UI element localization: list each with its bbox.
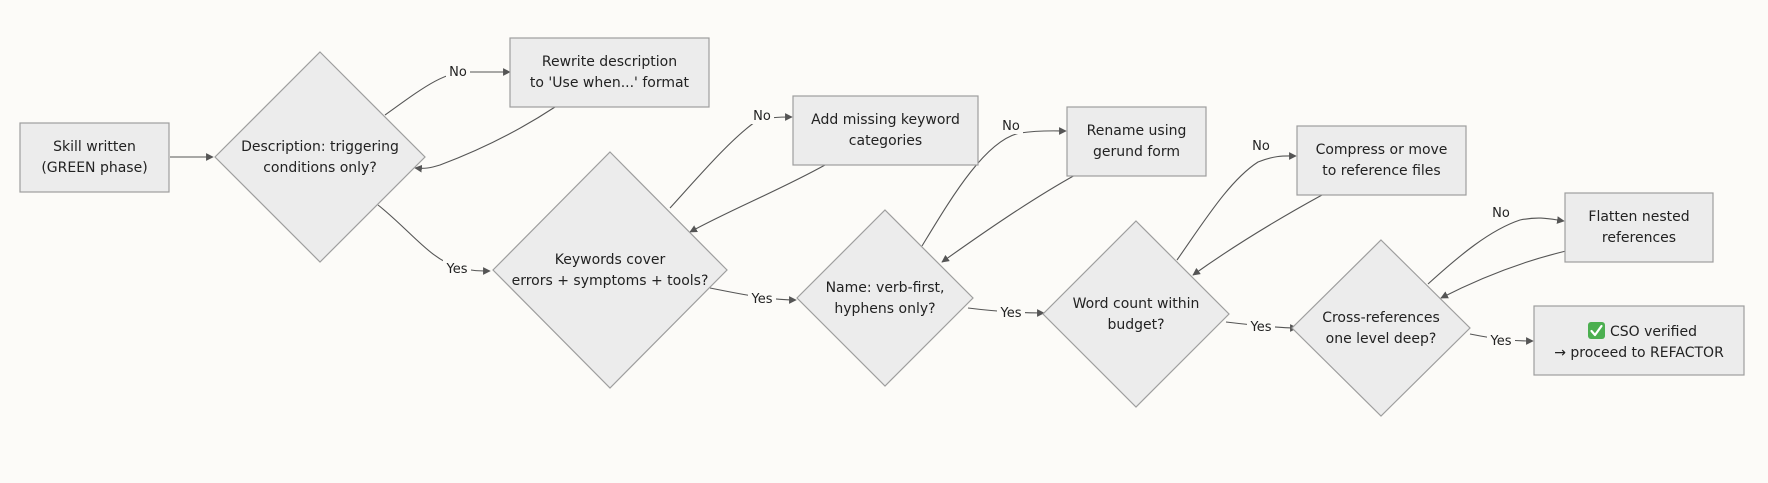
edge-desc-yes xyxy=(377,204,491,275)
label-name-yes: Yes xyxy=(997,304,1025,321)
label-words-no: No xyxy=(1249,137,1273,154)
decision-cross-references: Cross-references one level deep? xyxy=(1291,239,1471,417)
label-words-yes: Yes xyxy=(1247,318,1275,335)
svg-text:No: No xyxy=(1252,139,1270,154)
label-desc-no: No xyxy=(446,63,470,80)
svg-text:No: No xyxy=(753,109,771,124)
svg-text:gerund form: gerund form xyxy=(1093,144,1180,160)
svg-text:Yes: Yes xyxy=(1250,320,1272,335)
label-desc-yes: Yes xyxy=(443,260,471,277)
edge-refs-no xyxy=(1427,216,1565,285)
svg-text:references: references xyxy=(1602,230,1676,246)
svg-text:Name: verb-first,: Name: verb-first, xyxy=(826,280,945,296)
svg-text:Yes: Yes xyxy=(1490,334,1512,349)
label-keywords-no: No xyxy=(750,107,774,124)
svg-text:budget?: budget? xyxy=(1107,317,1164,333)
svg-text:one level deep?: one level deep? xyxy=(1326,331,1437,347)
node-cso-verified: CSO verified → proceed to REFACTOR xyxy=(1533,305,1745,376)
svg-text:to reference files: to reference files xyxy=(1322,163,1440,179)
svg-text:Yes: Yes xyxy=(751,292,773,307)
decision-keywords: Keywords cover errors + symptoms + tools… xyxy=(492,151,728,389)
node-skill-written: Skill written (GREEN phase) xyxy=(19,122,170,193)
svg-text:Cross-references: Cross-references xyxy=(1322,310,1440,326)
svg-text:Word count within: Word count within xyxy=(1073,296,1200,312)
svg-text:Yes: Yes xyxy=(446,262,468,277)
svg-text:errors + symptoms + tools?: errors + symptoms + tools? xyxy=(512,273,709,289)
edge-fixdesc-back xyxy=(414,106,556,173)
svg-text:CSO verified: CSO verified xyxy=(1610,324,1697,340)
node-add-keywords: Add missing keyword categories xyxy=(792,95,979,166)
svg-text:Flatten nested: Flatten nested xyxy=(1588,209,1689,225)
svg-text:hyphens only?: hyphens only? xyxy=(834,301,935,317)
edge-fixrefs-back xyxy=(1440,250,1567,299)
edge-fixkeywords-back xyxy=(689,164,826,233)
svg-text:No: No xyxy=(449,65,467,80)
node-rewrite-description: Rewrite description to 'Use when...' for… xyxy=(509,37,710,108)
svg-text:No: No xyxy=(1002,119,1020,134)
svg-text:categories: categories xyxy=(849,133,922,149)
edge-keywords-no xyxy=(669,113,793,209)
decision-name: Name: verb-first, hyphens only? xyxy=(796,209,974,387)
edge-labels: No Yes No Yes No Yes No Yes xyxy=(443,63,1515,349)
svg-text:Rewrite description: Rewrite description xyxy=(542,54,677,70)
svg-text:Keywords cover: Keywords cover xyxy=(555,252,666,268)
edge-name-no xyxy=(921,127,1067,247)
edge-fixname-back xyxy=(941,173,1078,263)
svg-text:Yes: Yes xyxy=(1000,306,1022,321)
label-refs-yes: Yes xyxy=(1487,332,1515,349)
nodes: Skill written (GREEN phase) Description:… xyxy=(19,37,1745,417)
edge-words-no xyxy=(1176,152,1297,261)
svg-text:No: No xyxy=(1492,206,1510,221)
svg-text:Description: triggering: Description: triggering xyxy=(241,139,399,155)
label-name-no: No xyxy=(999,117,1023,134)
svg-text:Add missing keyword: Add missing keyword xyxy=(811,112,960,128)
svg-text:conditions only?: conditions only? xyxy=(263,160,377,176)
node-rename: Rename using gerund form xyxy=(1066,106,1207,177)
decision-word-count: Word count within budget? xyxy=(1042,220,1230,408)
svg-text:Skill written: Skill written xyxy=(53,139,136,155)
node-flatten: Flatten nested references xyxy=(1564,192,1714,263)
svg-text:→ proceed to REFACTOR: → proceed to REFACTOR xyxy=(1554,345,1724,361)
node-compress: Compress or move to reference files xyxy=(1296,125,1467,196)
svg-text:(GREEN phase): (GREEN phase) xyxy=(41,160,147,176)
svg-text:Compress or move: Compress or move xyxy=(1316,142,1448,158)
svg-text:to 'Use when...' format: to 'Use when...' format xyxy=(530,75,690,91)
edge-fixwords-back xyxy=(1192,194,1323,276)
label-keywords-yes: Yes xyxy=(748,290,776,307)
svg-text:Rename using: Rename using xyxy=(1087,123,1187,139)
decision-description: Description: triggering conditions only? xyxy=(214,51,426,263)
label-refs-no: No xyxy=(1489,204,1513,221)
check-icon xyxy=(1588,322,1605,339)
